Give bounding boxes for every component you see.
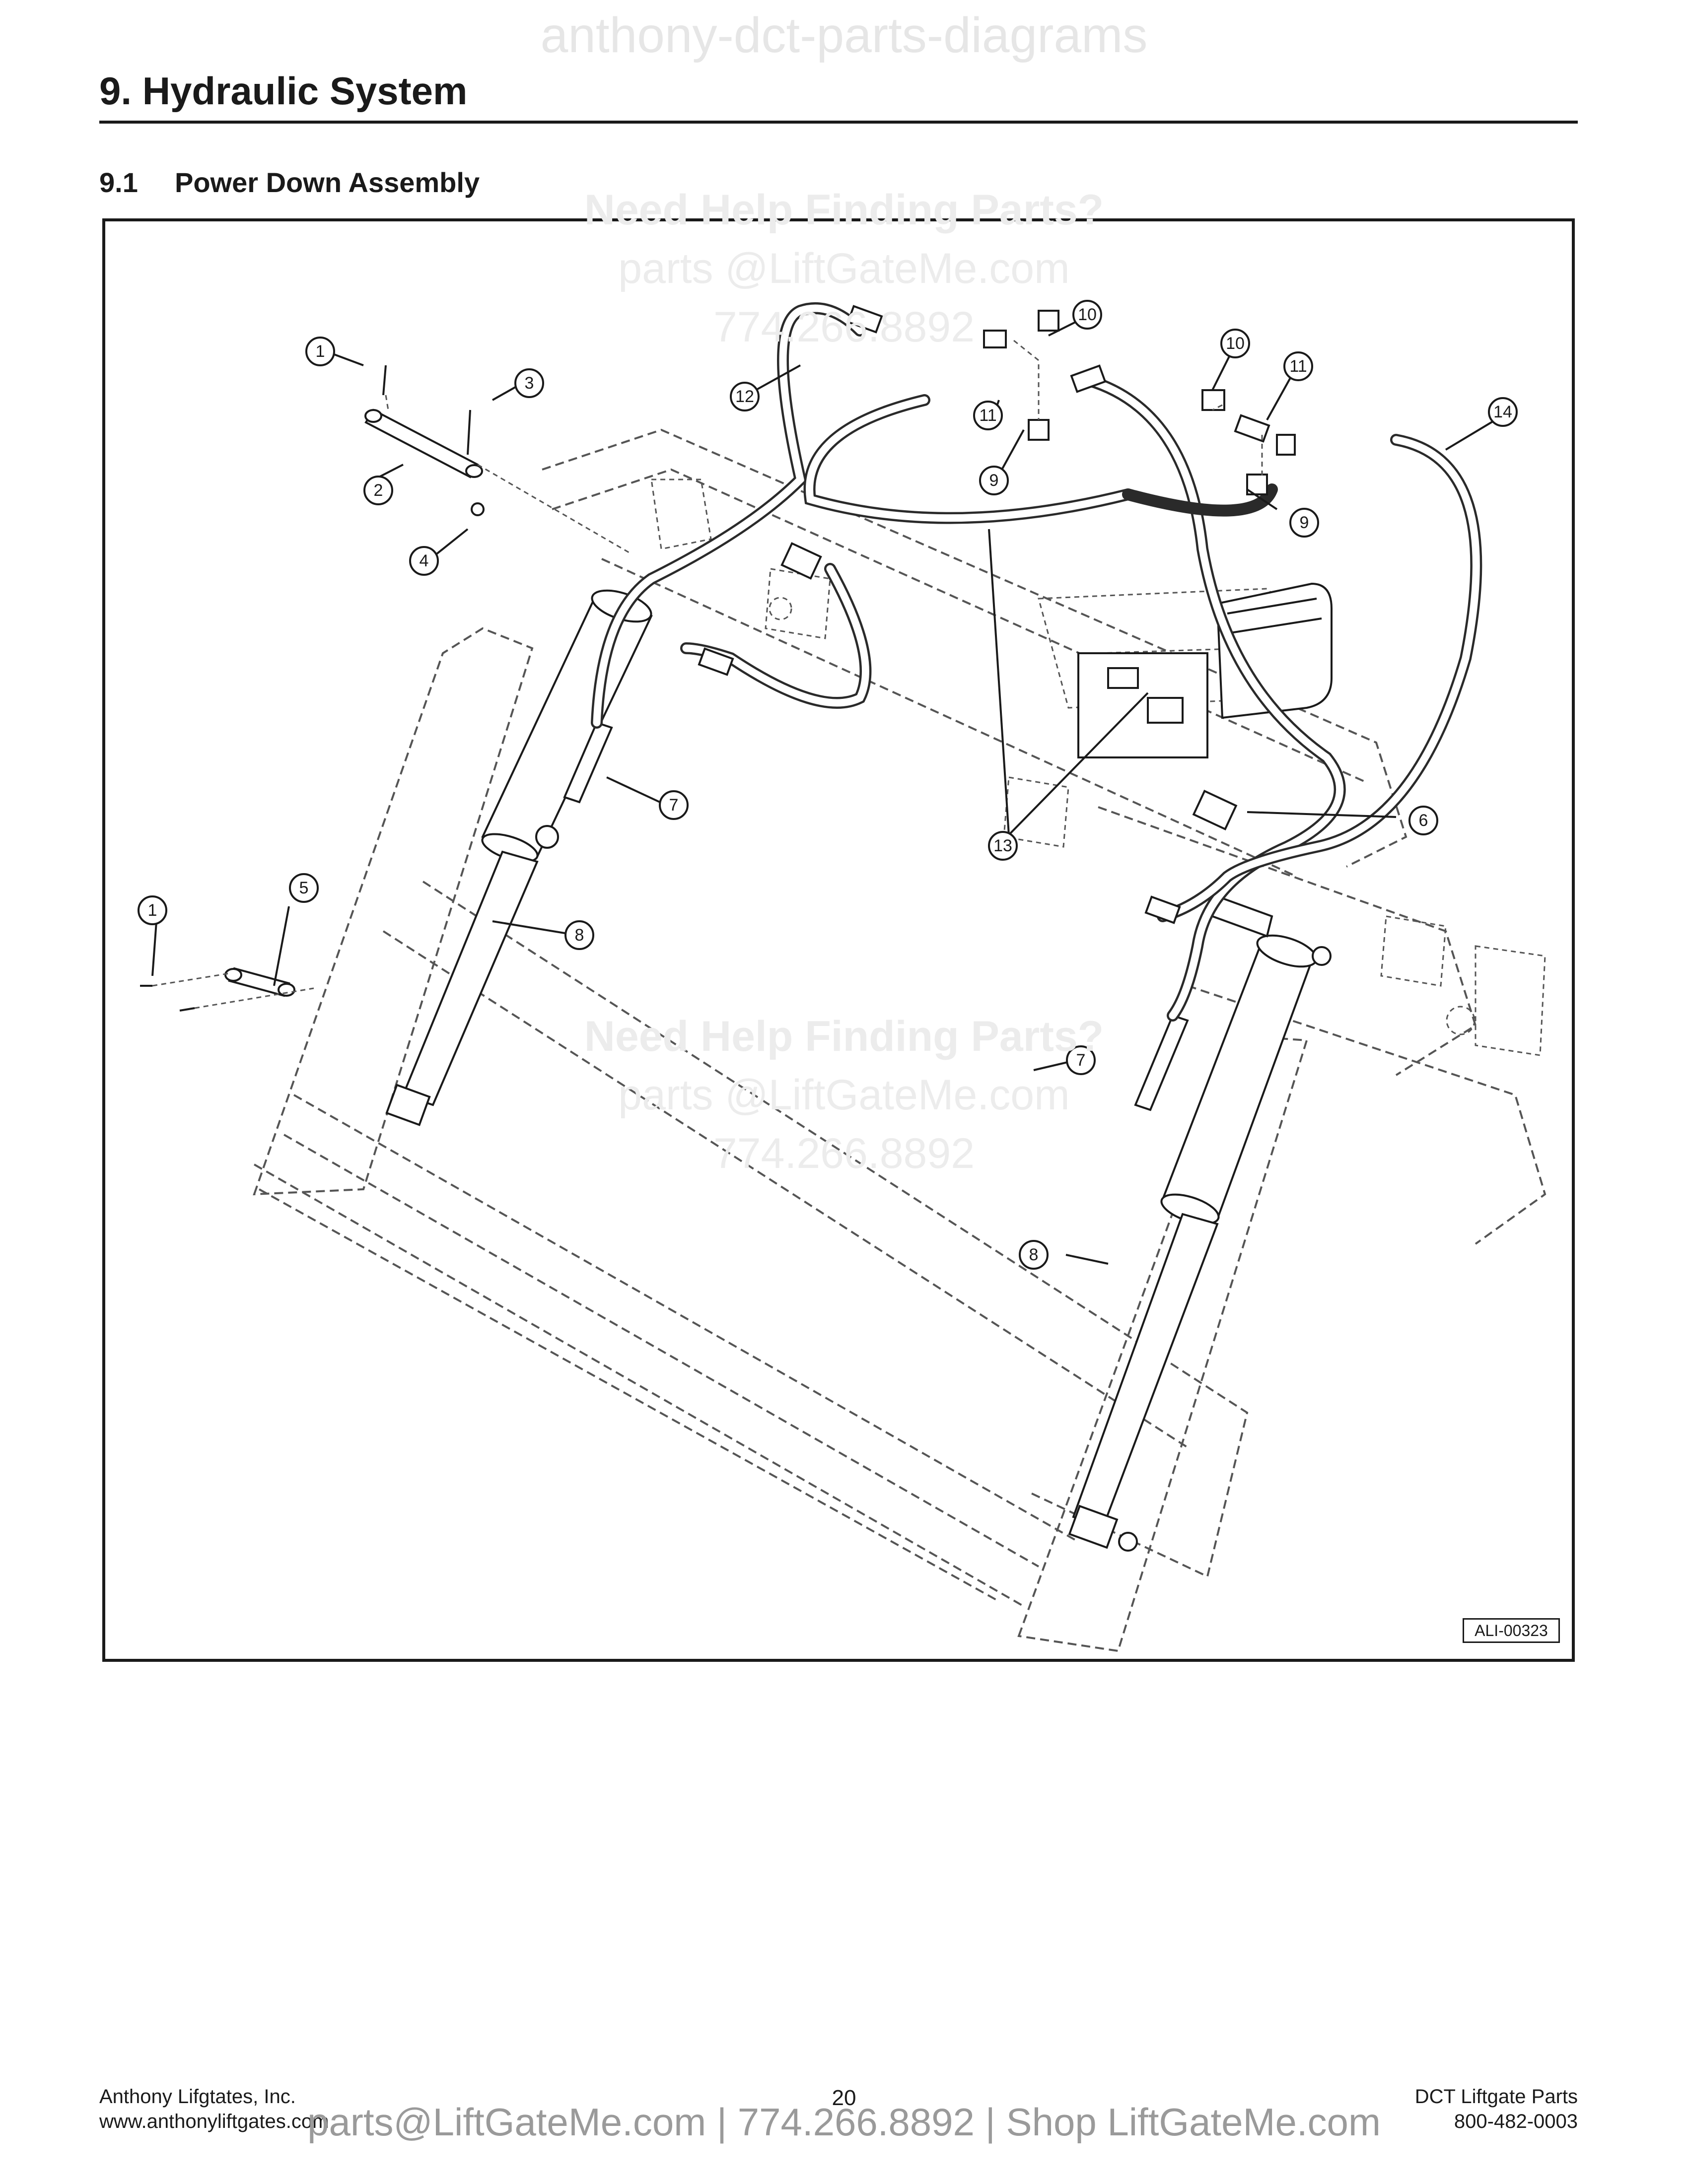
figure-id-label: ALI-00323 <box>1463 1618 1560 1643</box>
callout-7-left: 7 <box>659 790 689 820</box>
callout-11-right: 11 <box>1283 351 1313 381</box>
callout-12: 12 <box>730 382 760 411</box>
svg-text:1: 1 <box>148 901 157 920</box>
callout-9-right: 9 <box>1289 508 1319 538</box>
callout-8-right: 8 <box>1019 1240 1049 1270</box>
svg-text:8: 8 <box>575 926 584 945</box>
fittings <box>698 305 1296 924</box>
svg-text:14: 14 <box>1493 403 1512 421</box>
svg-text:5: 5 <box>299 879 309 897</box>
svg-text:11: 11 <box>979 406 996 425</box>
hose-clamp-left <box>780 542 822 580</box>
svg-text:9: 9 <box>1300 513 1309 532</box>
callout-7-right: 7 <box>1066 1045 1096 1075</box>
svg-text:12: 12 <box>735 387 754 406</box>
callout-10-right: 10 <box>1220 329 1250 358</box>
callout-4: 4 <box>409 546 439 576</box>
footer-phone: 800-482-0003 <box>1454 2111 1578 2132</box>
liftgate-frame-outline <box>253 428 1547 1652</box>
subsection-title: Power Down Assembly <box>175 167 480 198</box>
page-number: 20 <box>832 2086 856 2110</box>
watermark-top: anthony-dct-parts-diagrams <box>540 7 1148 63</box>
callout-6: 6 <box>1408 806 1438 835</box>
svg-text:13: 13 <box>993 836 1012 855</box>
diagram-frame <box>102 218 1575 1662</box>
watermark-block-lower: Need Help Finding Parts? parts @LiftGate… <box>496 1015 1192 1175</box>
svg-text:4: 4 <box>420 551 429 570</box>
watermark-block-upper: Need Help Finding Parts? parts @LiftGate… <box>496 189 1192 348</box>
callout-2: 2 <box>363 476 393 505</box>
svg-text:1: 1 <box>316 342 325 361</box>
watermark-phone: 774.266.8892 <box>713 303 975 351</box>
callout-11-left: 11 <box>973 401 1003 430</box>
cylinder-right <box>1068 895 1332 1552</box>
callout-1: 1 <box>305 337 335 366</box>
callout-5: 5 <box>289 873 319 903</box>
hose-clamp-right <box>1192 789 1238 831</box>
callout-8-left: 8 <box>564 920 594 950</box>
svg-text:10: 10 <box>1226 334 1245 353</box>
callout-10-left: 10 <box>1072 300 1102 330</box>
callout-14: 14 <box>1488 397 1518 427</box>
hydraulic-hoses <box>591 302 1482 1022</box>
parts-diagram: 1 2 3 4 5 1 6 7 7 8 8 9 9 10 10 11 11 12… <box>138 300 1547 1652</box>
callout-13: 13 <box>988 831 1018 861</box>
watermark-email: parts @LiftGateMe.com <box>618 245 1070 292</box>
callout-3: 3 <box>514 368 544 398</box>
title-rule <box>99 121 1578 124</box>
watermark-help: Need Help Finding Parts? <box>584 186 1104 234</box>
subsection-number: 9.1 <box>99 167 138 198</box>
pump-reservoir <box>1077 582 1333 758</box>
footer-product: DCT Liftgate Parts <box>1414 2086 1578 2108</box>
footer-company: Anthony Lifgtates, Inc. <box>99 2086 296 2108</box>
footer-website[interactable]: www.anthonyliftgates.com <box>99 2111 329 2132</box>
callout-9-left: 9 <box>979 466 1009 495</box>
footer-watermark: parts@LiftGateMe.com | 774.266.8892 | Sh… <box>307 2100 1381 2144</box>
callout-1-lower: 1 <box>138 895 167 925</box>
svg-text:11: 11 <box>1289 357 1307 376</box>
svg-text:7: 7 <box>669 796 679 815</box>
svg-text:3: 3 <box>525 374 534 393</box>
svg-text:2: 2 <box>374 481 383 500</box>
section-title: 9. Hydraulic System <box>99 69 468 113</box>
watermark-email: parts @LiftGateMe.com <box>618 1071 1070 1119</box>
watermark-help: Need Help Finding Parts? <box>584 1013 1104 1060</box>
svg-text:10: 10 <box>1078 305 1097 324</box>
pins-hardware <box>140 365 632 1012</box>
svg-text:6: 6 <box>1419 811 1428 830</box>
svg-text:7: 7 <box>1076 1051 1086 1070</box>
svg-text:8: 8 <box>1029 1245 1039 1264</box>
watermark-phone: 774.266.8892 <box>713 1130 975 1177</box>
svg-text:9: 9 <box>989 471 999 490</box>
